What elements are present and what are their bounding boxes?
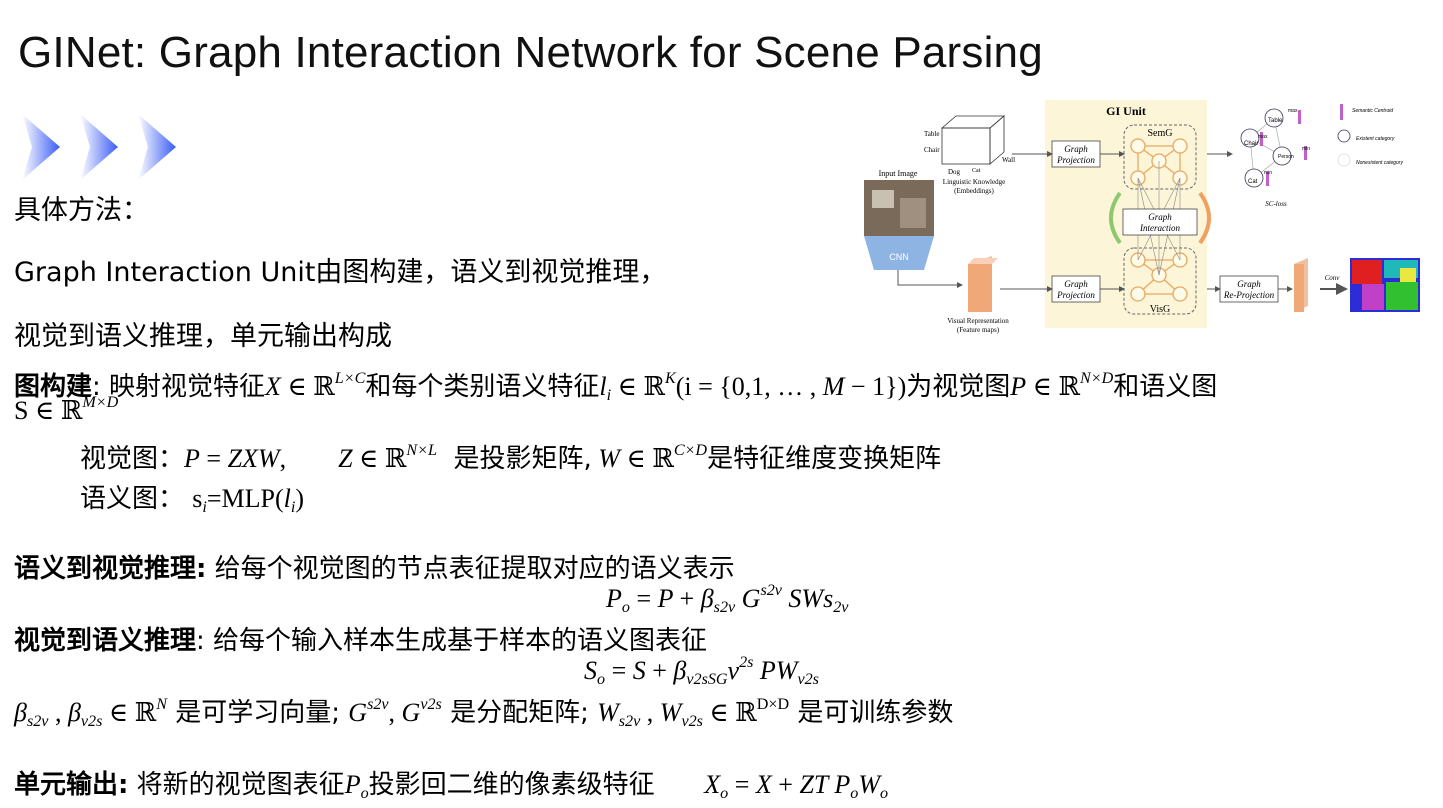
- sc-loss-graph: Chair Table Person Cat max min max min S…: [1240, 108, 1310, 208]
- svg-text:Interaction: Interaction: [1139, 223, 1180, 233]
- svg-text:Re-Projection: Re-Projection: [1223, 290, 1275, 300]
- method-heading: 具体方法：: [14, 195, 149, 226]
- graph-construction-line: 图构建: 映射视觉特征X ∈ ℝL×C和每个类别语义特征li ∈ ℝK(i = …: [14, 369, 1218, 404]
- orange-arc: [1198, 191, 1211, 245]
- method-line-3: 视觉到语义推理，单元输出构成: [14, 321, 392, 352]
- svg-text:Conv: Conv: [1325, 274, 1341, 282]
- cnn-block: [864, 236, 934, 270]
- svg-text:Nonexistent category: Nonexistent category: [1356, 160, 1403, 166]
- svg-text:(Feature maps): (Feature maps): [957, 326, 1000, 334]
- v2s-formula: So = S + βv2sSGv2s PWv2s: [584, 653, 819, 688]
- svg-text:Projection: Projection: [1056, 290, 1095, 300]
- s2v-formula: Po = P + βs2v Gs2v SWs2v: [606, 581, 849, 616]
- svg-text:SC-loss: SC-loss: [1265, 200, 1287, 208]
- svg-text:Semantic Centroid: Semantic Centroid: [1352, 108, 1393, 114]
- semantic-graph-def: S ∈ ℝM×D: [14, 393, 119, 425]
- slide-title: GINet: Graph Interaction Network for Sce…: [18, 28, 1043, 77]
- svg-text:max: max: [1258, 134, 1268, 140]
- output-line: 单元输出: 将新的视觉图表征Po投影回二维的像素级特征 Xo = X + ZT …: [14, 770, 889, 802]
- semg-box: [1123, 124, 1197, 190]
- params-line: βs2v , βv2s ∈ ℝN 是可学习向量; Gs2v, Gv2s 是分配矩…: [14, 695, 954, 730]
- svg-text:max: max: [1288, 108, 1298, 114]
- svg-text:Existent category: Existent category: [1356, 136, 1395, 142]
- svg-text:min: min: [1302, 146, 1310, 152]
- graph-interaction-box: [1122, 208, 1198, 236]
- svg-text:Chair: Chair: [924, 146, 940, 154]
- segmentation-output: [1350, 258, 1420, 312]
- method-line-2: Graph Interaction Unit由图构建，语义到视觉推理，: [14, 257, 667, 288]
- gi-unit-label: GI Unit: [1106, 104, 1146, 118]
- green-arc: [1109, 191, 1122, 245]
- svg-text:Graph: Graph: [1064, 144, 1088, 154]
- v2s-line: 视觉到语义推理: 给每个输入样本生成基于样本的语义图表征: [14, 626, 708, 656]
- legend: Semantic Centroid Existent category None…: [1337, 104, 1403, 167]
- svg-text:Input Image: Input Image: [879, 169, 918, 178]
- semantic-graph-line: 语义图： si=MLP(li): [80, 484, 305, 516]
- svg-text:SemG: SemG: [1148, 128, 1173, 139]
- visual-graph-line: 视觉图：P = ZXW, Z ∈ ℝN×L 是投影矩阵, W ∈ ℝC×D是特征…: [80, 441, 942, 474]
- svg-text:Chair: Chair: [1244, 141, 1258, 147]
- svg-text:Wall: Wall: [1002, 156, 1015, 164]
- semg-nodes: [1130, 138, 1188, 186]
- svg-text:CNN: CNN: [889, 252, 909, 262]
- svg-text:Person: Person: [1278, 154, 1294, 160]
- svg-text:Table: Table: [924, 130, 939, 138]
- svg-text:Graph: Graph: [1237, 279, 1261, 289]
- svg-text:Dog: Dog: [948, 168, 961, 176]
- svg-text:Cat: Cat: [972, 168, 981, 174]
- visg-box: [1123, 247, 1197, 315]
- gi-unit-diagram: GI Unit SemG VisG Graph Interaction Grap: [864, 100, 1420, 334]
- feature-maps: [968, 256, 998, 312]
- s2v-line: 语义到视觉推理: 给每个视觉图的节点表征提取对应的语义表示: [14, 554, 735, 584]
- graph-reprojection-box: [1219, 275, 1279, 303]
- svg-text:Linguistic Knowledge: Linguistic Knowledge: [943, 178, 1005, 186]
- svg-text:Table: Table: [1268, 118, 1283, 124]
- svg-text:Visual Representation: Visual Representation: [947, 317, 1009, 325]
- chevron-arrows-icon: [22, 114, 176, 180]
- svg-text:Projection: Projection: [1056, 155, 1095, 165]
- svg-text:VisG: VisG: [1150, 304, 1171, 315]
- svg-text:Graph: Graph: [1064, 279, 1088, 289]
- svg-text:(Embeddings): (Embeddings): [954, 187, 994, 195]
- svg-text:min: min: [1264, 170, 1272, 176]
- svg-text:Graph: Graph: [1148, 212, 1172, 222]
- svg-text:Cat: Cat: [1248, 179, 1258, 185]
- linguistic-cube: [940, 115, 1006, 165]
